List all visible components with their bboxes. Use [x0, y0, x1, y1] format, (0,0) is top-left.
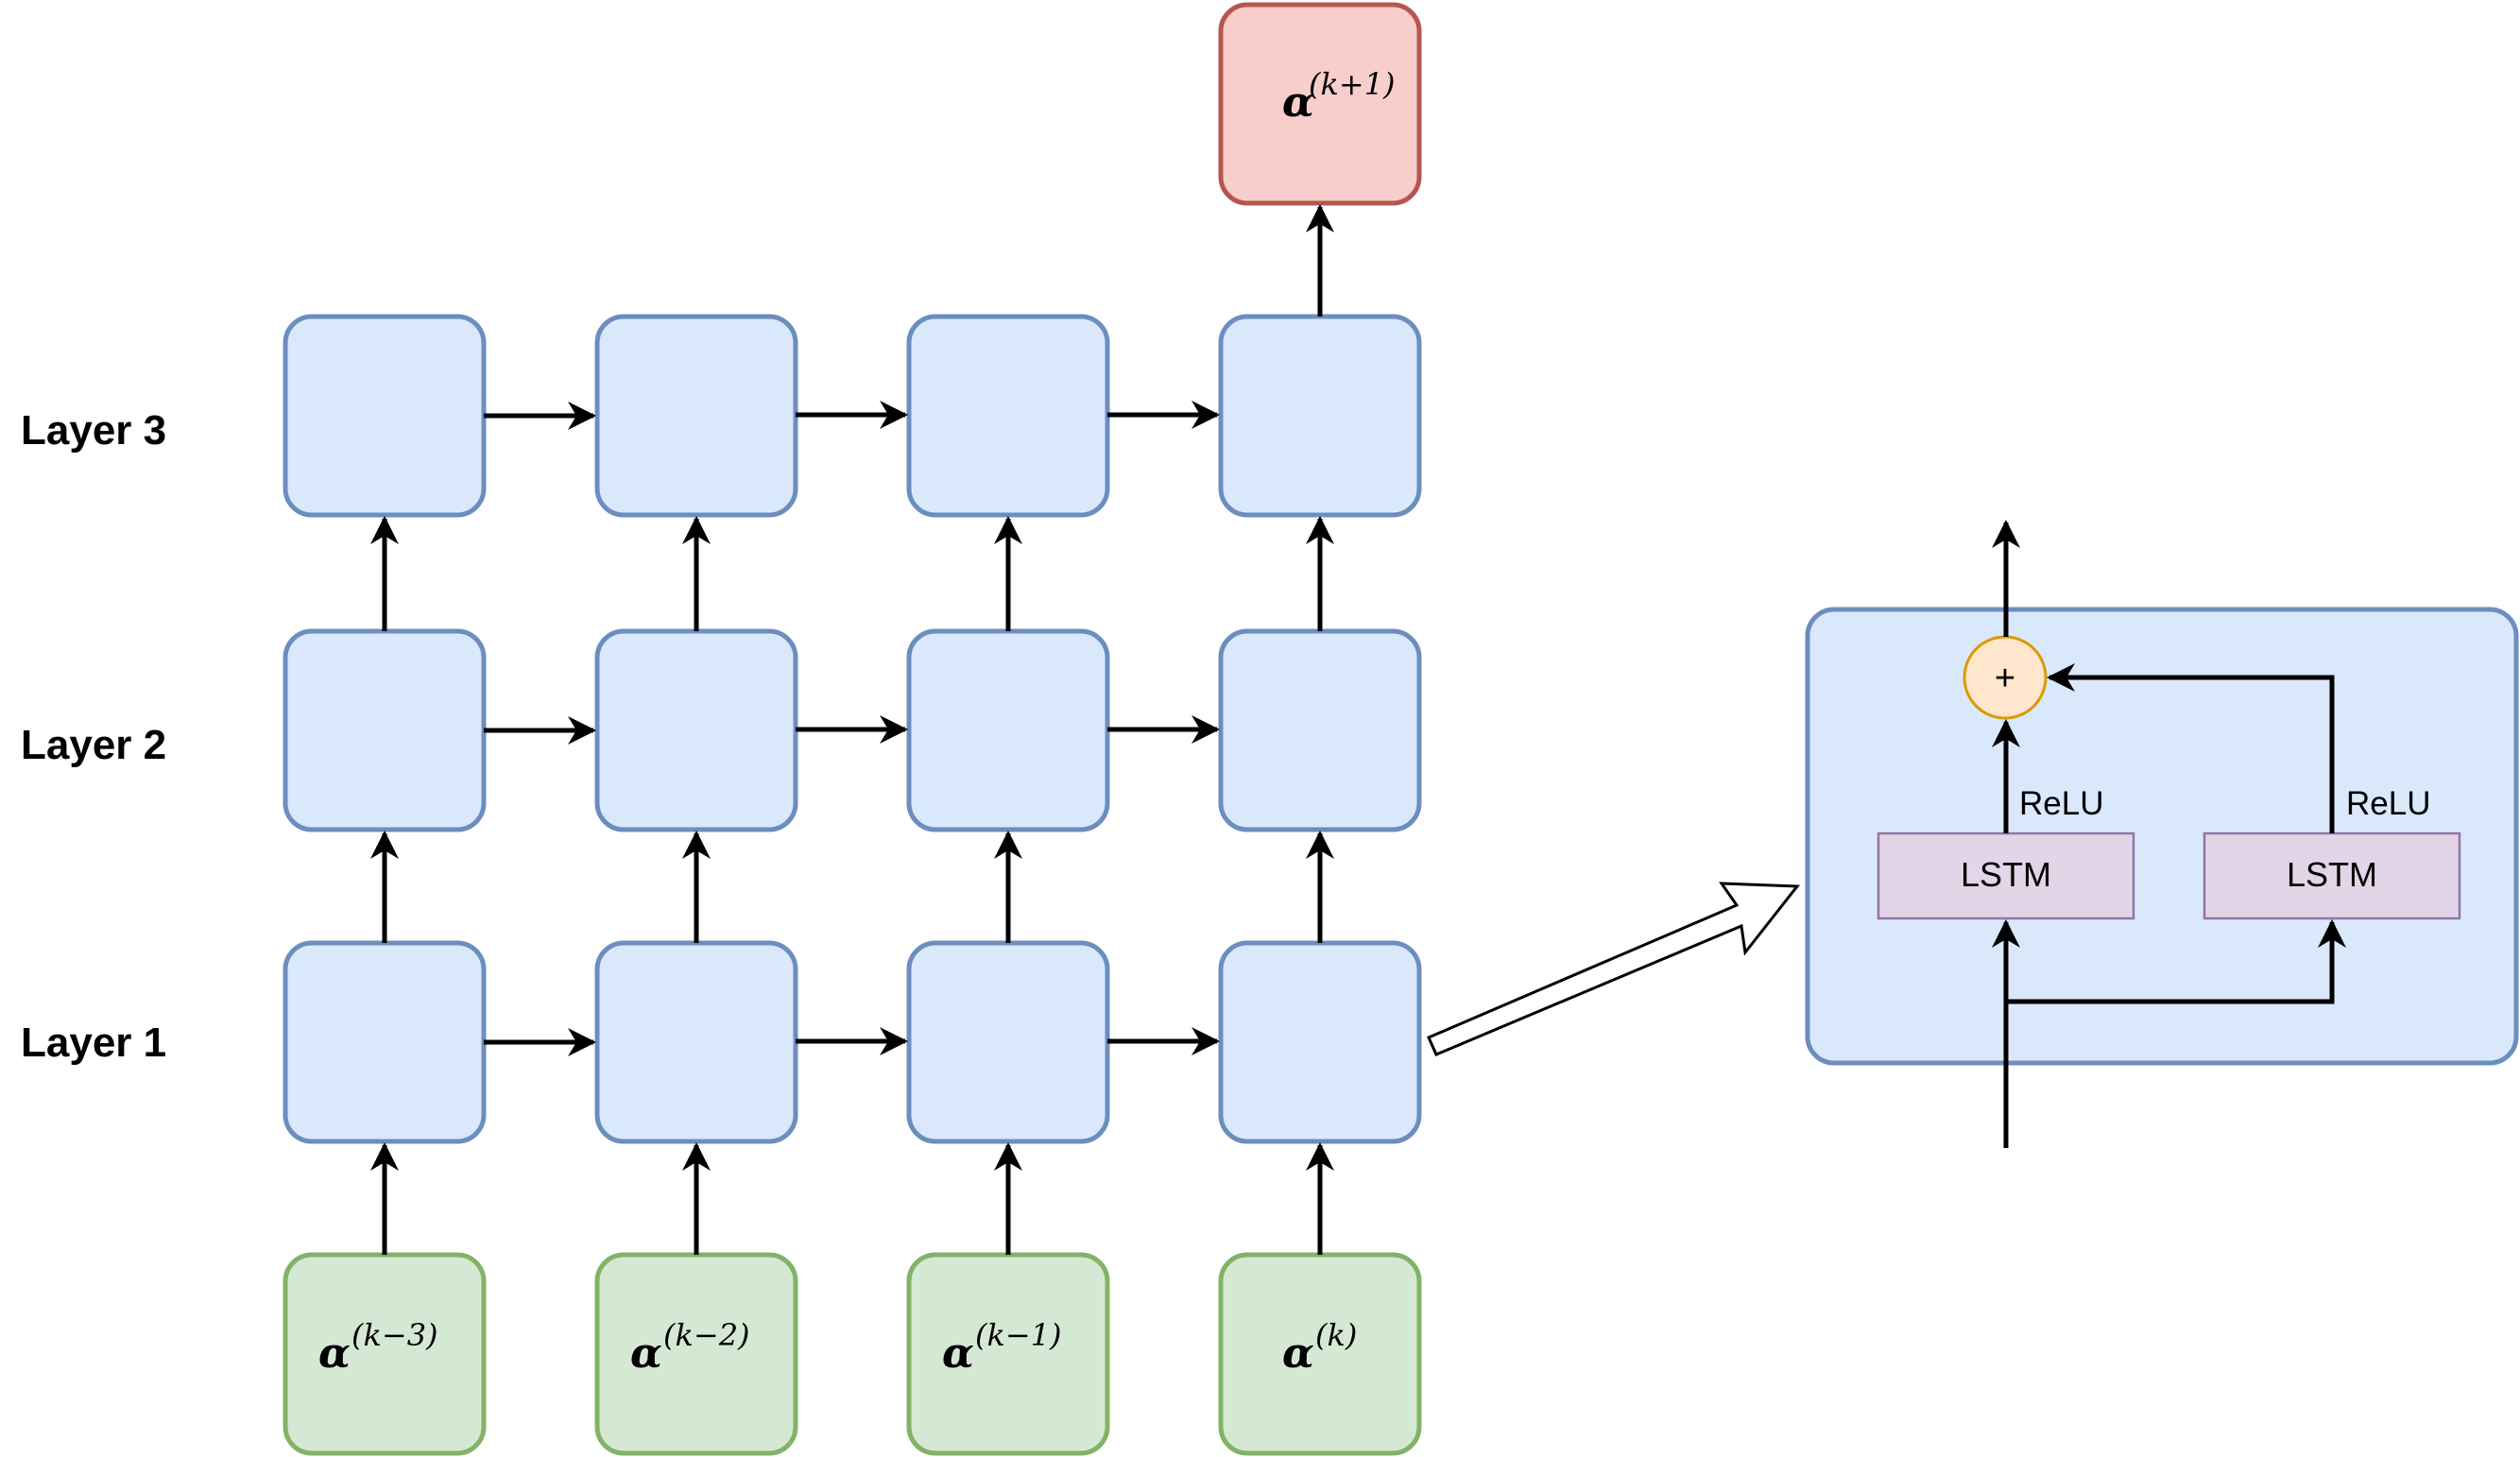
svg-text:α: α	[630, 1329, 662, 1378]
svg-text:(k−3): (k−3)	[351, 1317, 438, 1353]
arrow-input-to-lstm-right	[2006, 919, 2346, 1004]
relu-left-label: ReLU	[2019, 785, 2103, 822]
input-node-k	[1218, 1252, 1422, 1456]
svg-text:α: α	[1282, 1329, 1314, 1378]
relu-right-label: ReLU	[2346, 785, 2430, 822]
layer-1-cell-2	[594, 940, 798, 1144]
arrow-lstm-right-to-sum	[2047, 663, 2335, 833]
input-label-k-1: α (k−1)	[942, 1317, 1062, 1378]
layer-1-label: Layer 1	[21, 1020, 166, 1066]
svg-text:(k+1): (k+1)	[1309, 66, 1396, 102]
layer-2-cell-2	[594, 628, 798, 832]
lstm-right-label: LSTM	[2287, 855, 2377, 894]
layer-2-cell-3	[906, 628, 1110, 832]
layer-1-cell-1	[283, 940, 487, 1144]
svg-text:(k−2): (k−2)	[663, 1317, 750, 1353]
layer-2-cell-1	[283, 628, 487, 832]
layer-3-cell-1	[283, 314, 487, 518]
cell-detail-panel	[1805, 607, 2519, 1066]
input-label-k-3: α (k−3)	[318, 1317, 438, 1378]
lstm-left-label: LSTM	[1961, 855, 2051, 894]
lstm-block-right	[2203, 831, 2461, 920]
lstm-block-left	[1877, 831, 2135, 920]
zoom-detail-arrow	[1427, 882, 1800, 1056]
svg-text:(k−1): (k−1)	[975, 1317, 1062, 1353]
svg-text:α: α	[318, 1329, 351, 1378]
input-node-k-3	[283, 1252, 487, 1456]
input-node-k-1	[906, 1252, 1110, 1456]
input-label-k: α (k)	[1282, 1317, 1357, 1378]
svg-text:α: α	[1282, 78, 1314, 127]
output-label: α (k+1)	[1282, 66, 1396, 127]
input-node-k-2	[594, 1252, 798, 1456]
layer-2-cell-4	[1218, 628, 1422, 832]
layer-3-cell-4	[1218, 314, 1422, 518]
sum-symbol: +	[1995, 659, 2015, 698]
layer-2-label: Layer 2	[21, 722, 166, 768]
layer-3-cell-2	[594, 314, 798, 518]
layer-3-label: Layer 3	[21, 407, 166, 454]
output-node	[1218, 2, 1422, 206]
svg-text:α: α	[942, 1329, 974, 1378]
svg-text:(k): (k)	[1315, 1317, 1357, 1353]
layer-3-cell-3	[906, 314, 1110, 518]
layer-1-cell-4	[1218, 940, 1422, 1144]
input-label-k-2: α (k−2)	[630, 1317, 750, 1378]
layer-1-cell-3	[906, 940, 1110, 1144]
